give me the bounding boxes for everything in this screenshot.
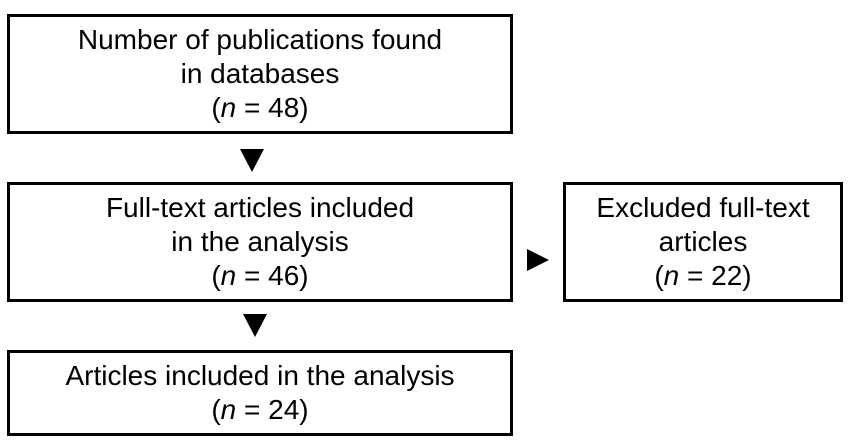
arrow-right-icon [527, 249, 549, 271]
n-variable: n [220, 260, 237, 291]
box-n-count: (n = 48) [211, 91, 308, 125]
box-n-count: (n = 24) [211, 393, 308, 427]
n-variable: n [220, 394, 237, 425]
box-fulltext-included: Full-text articles included in the analy… [7, 182, 513, 302]
n-open-paren: ( [211, 394, 221, 425]
box-publications-found: Number of publications found in database… [7, 14, 513, 134]
box-excluded-fulltext: Excluded full-text articles (n = 22) [563, 182, 843, 302]
n-value-text: = 22) [679, 260, 752, 291]
n-value-text: = 24) [236, 394, 309, 425]
box-n-count: (n = 46) [211, 259, 308, 293]
n-variable: n [220, 92, 237, 123]
n-value-text: = 48) [236, 92, 309, 123]
arrow-down-icon [240, 149, 264, 172]
n-open-paren: ( [211, 260, 221, 291]
n-variable: n [663, 260, 680, 291]
box-n-count: (n = 22) [654, 259, 751, 293]
n-open-paren: ( [654, 260, 664, 291]
box-articles-included: Articles included in the analysis (n = 2… [7, 350, 513, 436]
box-text-line: Number of publications found [77, 24, 443, 55]
box-text-line: Full-text articles included [105, 192, 415, 223]
n-value-text: = 46) [236, 260, 309, 291]
box-text-line: in databases [180, 58, 340, 89]
n-open-paren: ( [211, 92, 221, 123]
box-text-line: in the analysis [171, 226, 349, 257]
arrow-down-icon [243, 314, 267, 337]
box-text-line: articles [658, 226, 748, 257]
box-text-line: Articles included in the analysis [65, 360, 455, 391]
box-text-line: Excluded full-text [596, 192, 810, 223]
